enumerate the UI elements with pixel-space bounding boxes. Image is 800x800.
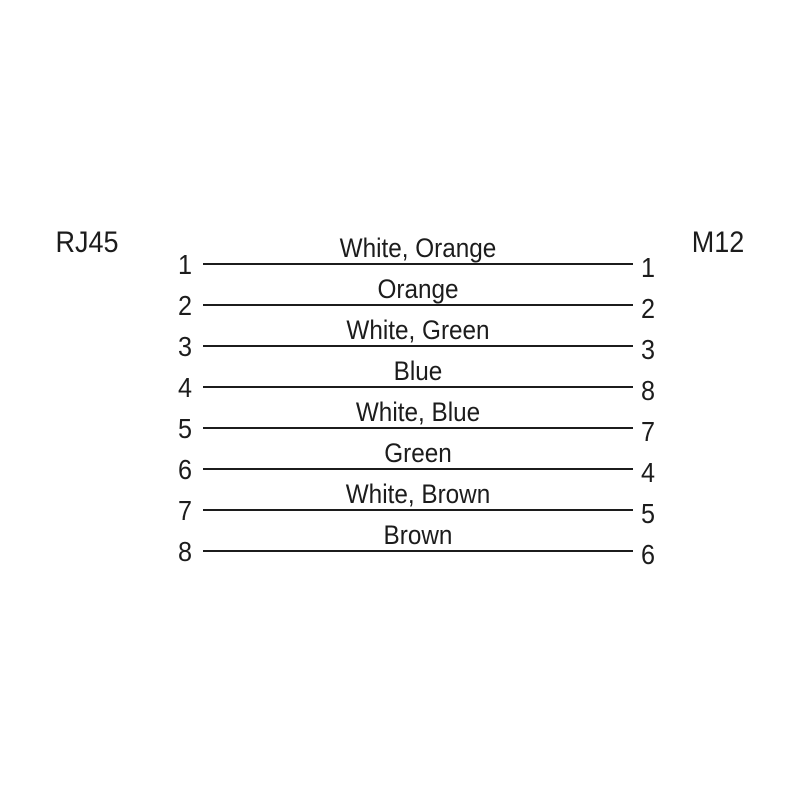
right-connector-label: M12 xyxy=(691,226,745,259)
right-pin-number: 2 xyxy=(641,293,656,324)
wire-color-label: White, Green xyxy=(346,315,490,345)
wire-line xyxy=(203,386,633,388)
left-pin-number: 5 xyxy=(177,413,192,444)
wire-line xyxy=(203,550,633,552)
wire-line xyxy=(203,304,633,306)
right-pin-number: 4 xyxy=(641,457,656,488)
left-pin-number: 7 xyxy=(177,495,192,526)
wire-line xyxy=(203,468,633,470)
wire-color-label: Orange xyxy=(377,274,459,304)
wire-line xyxy=(203,509,633,511)
left-pin-number: 8 xyxy=(177,536,192,567)
left-pin-number: 6 xyxy=(177,454,192,485)
left-pin-number: 4 xyxy=(177,372,192,403)
wire-color-label: Green xyxy=(384,438,452,468)
wire-color-label: Blue xyxy=(393,356,443,386)
right-pin-number: 6 xyxy=(641,539,656,570)
left-pin-number: 1 xyxy=(177,249,192,280)
wire-line xyxy=(203,345,633,347)
right-pin-number: 8 xyxy=(641,375,656,406)
wire-color-label: White, Blue xyxy=(355,397,481,427)
right-pin-number: 5 xyxy=(641,498,656,529)
right-pin-number: 7 xyxy=(641,416,656,447)
wire-color-label: White, Brown xyxy=(345,479,491,509)
wire-line xyxy=(203,263,633,265)
wire-line xyxy=(203,427,633,429)
right-pin-number: 1 xyxy=(641,252,656,283)
right-pin-number: 3 xyxy=(641,334,656,365)
left-pin-number: 3 xyxy=(177,331,192,362)
wire-color-label: Brown xyxy=(383,520,453,550)
left-connector-label: RJ45 xyxy=(55,226,119,259)
left-pin-number: 2 xyxy=(177,290,192,321)
wire-color-label: White, Orange xyxy=(339,233,497,263)
